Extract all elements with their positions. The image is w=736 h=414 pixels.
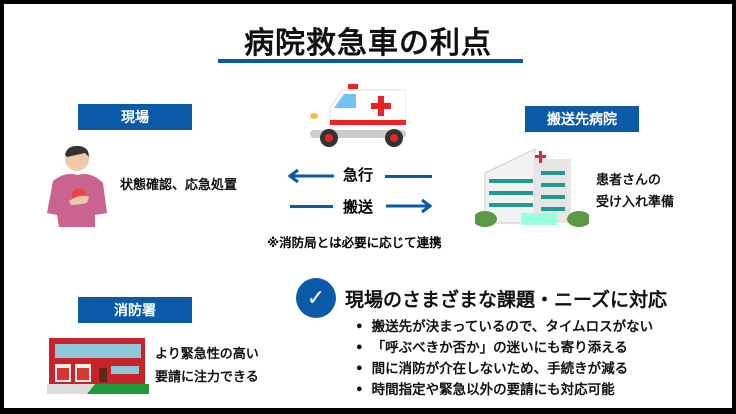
page-title: 病院救急車の利点: [244, 26, 492, 61]
hospital-text-1: 患者さんの: [596, 173, 662, 188]
dispatch-label: 急行: [343, 166, 374, 184]
label-scene: 現場: [78, 104, 192, 130]
sick-person-icon: [47, 145, 107, 227]
title-underline: [218, 59, 523, 63]
arrow-right-icon: [386, 198, 433, 214]
arrow-line: [290, 205, 333, 208]
bullet-item: 「呼ぶべきか否か」の迷いにも寄り添える: [355, 336, 628, 356]
hospital-text-2: 受け入れ準備: [596, 195, 675, 210]
note: ※消防局とは必要に応じて連携: [267, 235, 442, 250]
hospital-icon: [475, 148, 589, 227]
arrow-line: [385, 175, 432, 178]
scene-text: 状態確認、応急処置: [120, 178, 238, 193]
transport-label: 搬送: [343, 198, 374, 216]
bullet-item: 搬送先が決まっているので、タイムロスがない: [355, 315, 653, 335]
fire-station-icon: [47, 338, 149, 394]
check-icon: ✓: [296, 278, 336, 318]
ambulance-icon: [310, 84, 406, 147]
benefit-heading: 現場のさまざまな課題・ニーズに対応: [345, 289, 668, 311]
bullet-item: 時間指定や緊急以外の要請にも対応可能: [355, 378, 615, 398]
fire-text-1: より緊急性の高い: [155, 347, 259, 362]
bullet-item: 間に消防が介在しないため、手続きが減る: [355, 357, 629, 377]
label-hospital: 搬送先病院: [525, 106, 639, 132]
label-fire-station: 消防署: [78, 297, 192, 323]
fire-text-2: 要請に注力できる: [155, 370, 259, 385]
arrow-left-icon: [287, 168, 334, 184]
